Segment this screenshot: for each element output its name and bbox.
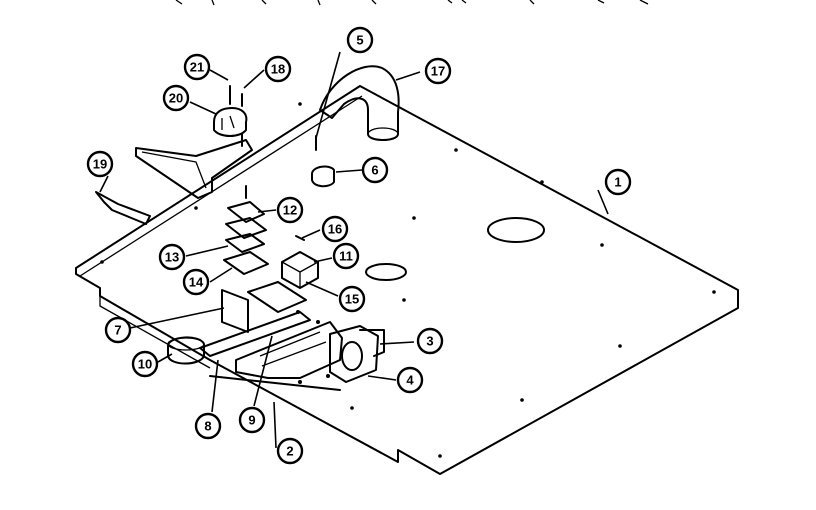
callout-18-label: 18	[271, 62, 285, 77]
callout-19-label: 19	[93, 157, 107, 172]
callout-20: 20	[162, 84, 190, 112]
sensor-part	[213, 85, 248, 147]
callout-14-label: 14	[189, 275, 204, 290]
gasket-stack	[223, 201, 269, 275]
callout-16: 16	[321, 215, 349, 243]
base-plate	[75, 85, 739, 475]
callout-14: 14	[182, 268, 210, 296]
callout-6: 6	[361, 156, 389, 184]
callout-19: 19	[86, 150, 114, 178]
callout-21-label: 21	[190, 60, 204, 75]
callout-10: 10	[131, 350, 159, 378]
callout-3: 3	[416, 327, 444, 355]
callout-1: 1	[604, 168, 632, 196]
callout-18: 18	[264, 55, 292, 83]
top-edge-fragments	[175, 0, 649, 6]
callout-15: 15	[338, 285, 366, 313]
valve-assembly	[167, 281, 385, 391]
screw-and-clip	[245, 135, 335, 199]
callout-9: 9	[238, 406, 266, 434]
leader-lines	[99, 51, 609, 449]
callout-13: 13	[158, 243, 186, 271]
callout-8-label: 8	[204, 419, 211, 434]
callout-17-label: 17	[431, 64, 445, 79]
callout-17: 17	[424, 57, 452, 85]
callout-5-label: 5	[356, 33, 363, 48]
callout-7: 7	[104, 316, 132, 344]
callout-4: 4	[396, 366, 424, 394]
callout-11-label: 11	[339, 249, 353, 264]
callout-3-label: 3	[426, 334, 433, 349]
flue-elbow	[319, 65, 400, 141]
callout-20-label: 20	[169, 91, 183, 106]
callout-12: 12	[276, 196, 304, 224]
callout-5: 5	[346, 26, 374, 54]
callout-9-label: 9	[248, 413, 255, 428]
callout-16-label: 16	[328, 222, 342, 237]
callout-21: 21	[183, 53, 211, 81]
callout-4-label: 4	[406, 373, 414, 388]
callout-10-label: 10	[138, 357, 152, 372]
callout-8: 8	[194, 412, 222, 440]
callout-2: 2	[276, 437, 304, 465]
callout-7-label: 7	[114, 323, 121, 338]
heat-shield-bracket	[95, 139, 253, 225]
callout-6-label: 6	[371, 163, 378, 178]
callout-11: 11	[332, 242, 360, 270]
callout-1-label: 1	[614, 175, 621, 190]
callout-15-label: 15	[345, 292, 359, 307]
switch-block	[281, 235, 319, 289]
callout-12-label: 12	[283, 203, 297, 218]
callout-13-label: 13	[165, 250, 179, 265]
callout-2-label: 2	[286, 444, 293, 459]
